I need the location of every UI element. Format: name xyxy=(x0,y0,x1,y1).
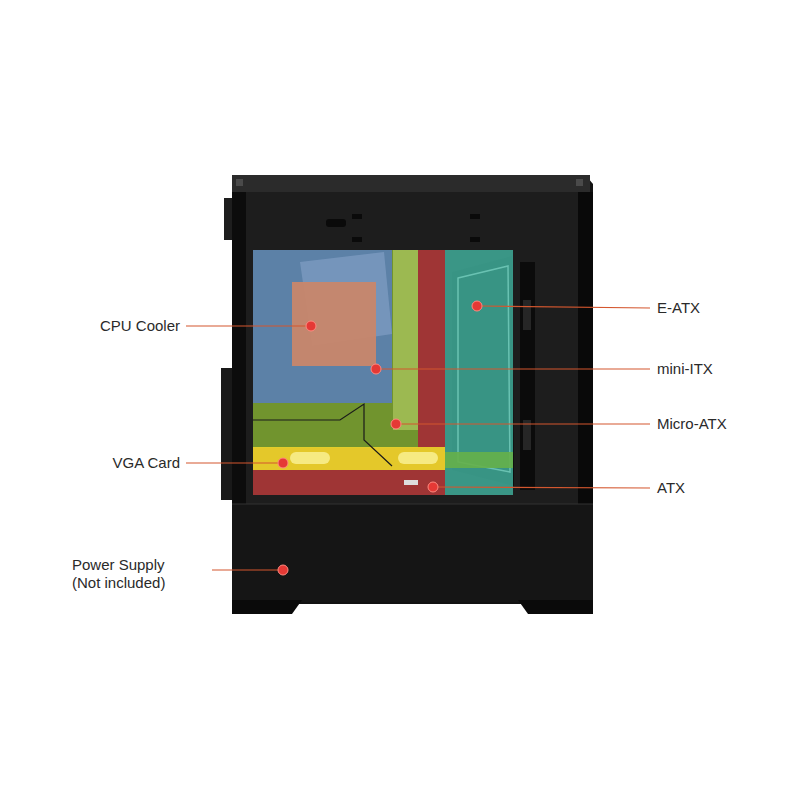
cable-cutout xyxy=(470,214,480,219)
cable-cutout xyxy=(352,214,362,219)
callout-label: Power Supply (Not included) xyxy=(72,556,184,592)
callout-label: VGA Card xyxy=(30,454,180,472)
top-panel xyxy=(232,175,590,192)
callout-label: CPU Cooler xyxy=(30,317,180,335)
cable-cutout xyxy=(326,219,346,227)
callout-label: mini-ITX xyxy=(657,360,787,378)
front-frame xyxy=(578,192,593,504)
cable-cutout xyxy=(352,237,362,242)
marker-dot xyxy=(472,301,482,311)
corner-screw xyxy=(236,179,243,186)
micro-atx-area xyxy=(253,250,418,448)
callout-label: ATX xyxy=(657,479,787,497)
marker-dot xyxy=(278,565,288,575)
corner-screw xyxy=(576,179,583,186)
marker-dot xyxy=(428,482,438,492)
leader-line xyxy=(482,306,650,308)
slot-highlight xyxy=(290,452,330,464)
vga-area xyxy=(445,452,513,468)
drive-rail xyxy=(520,262,535,490)
standoff xyxy=(404,480,418,485)
marker-dot xyxy=(371,364,381,374)
cable-cutout xyxy=(470,237,480,242)
case-interior xyxy=(246,192,578,504)
psu-shroud xyxy=(232,504,593,602)
atx-area xyxy=(253,250,445,495)
shroud-edge xyxy=(232,504,593,505)
leader-line xyxy=(381,368,650,369)
case-foot xyxy=(518,600,593,614)
slot-highlight xyxy=(398,452,438,464)
marker-dot xyxy=(278,458,288,468)
case-foot xyxy=(232,600,302,614)
leader-line xyxy=(401,423,650,424)
leader-line xyxy=(438,487,650,488)
marker-dot xyxy=(306,321,316,331)
callout-label: E-ATX xyxy=(657,299,787,317)
rail-slot xyxy=(523,300,531,330)
side-frame xyxy=(232,192,246,504)
e-atx-area xyxy=(445,250,513,495)
leader-line xyxy=(186,462,278,463)
micro-atx-area xyxy=(393,250,418,430)
marker-dot xyxy=(391,419,401,429)
callout-label: Micro-ATX xyxy=(657,415,787,433)
cpu-cooler-area xyxy=(292,282,376,366)
leader-line xyxy=(186,325,306,326)
vga-area xyxy=(253,447,445,470)
board-edge xyxy=(253,404,392,466)
case-shell xyxy=(232,178,593,604)
leader-line xyxy=(212,569,278,570)
